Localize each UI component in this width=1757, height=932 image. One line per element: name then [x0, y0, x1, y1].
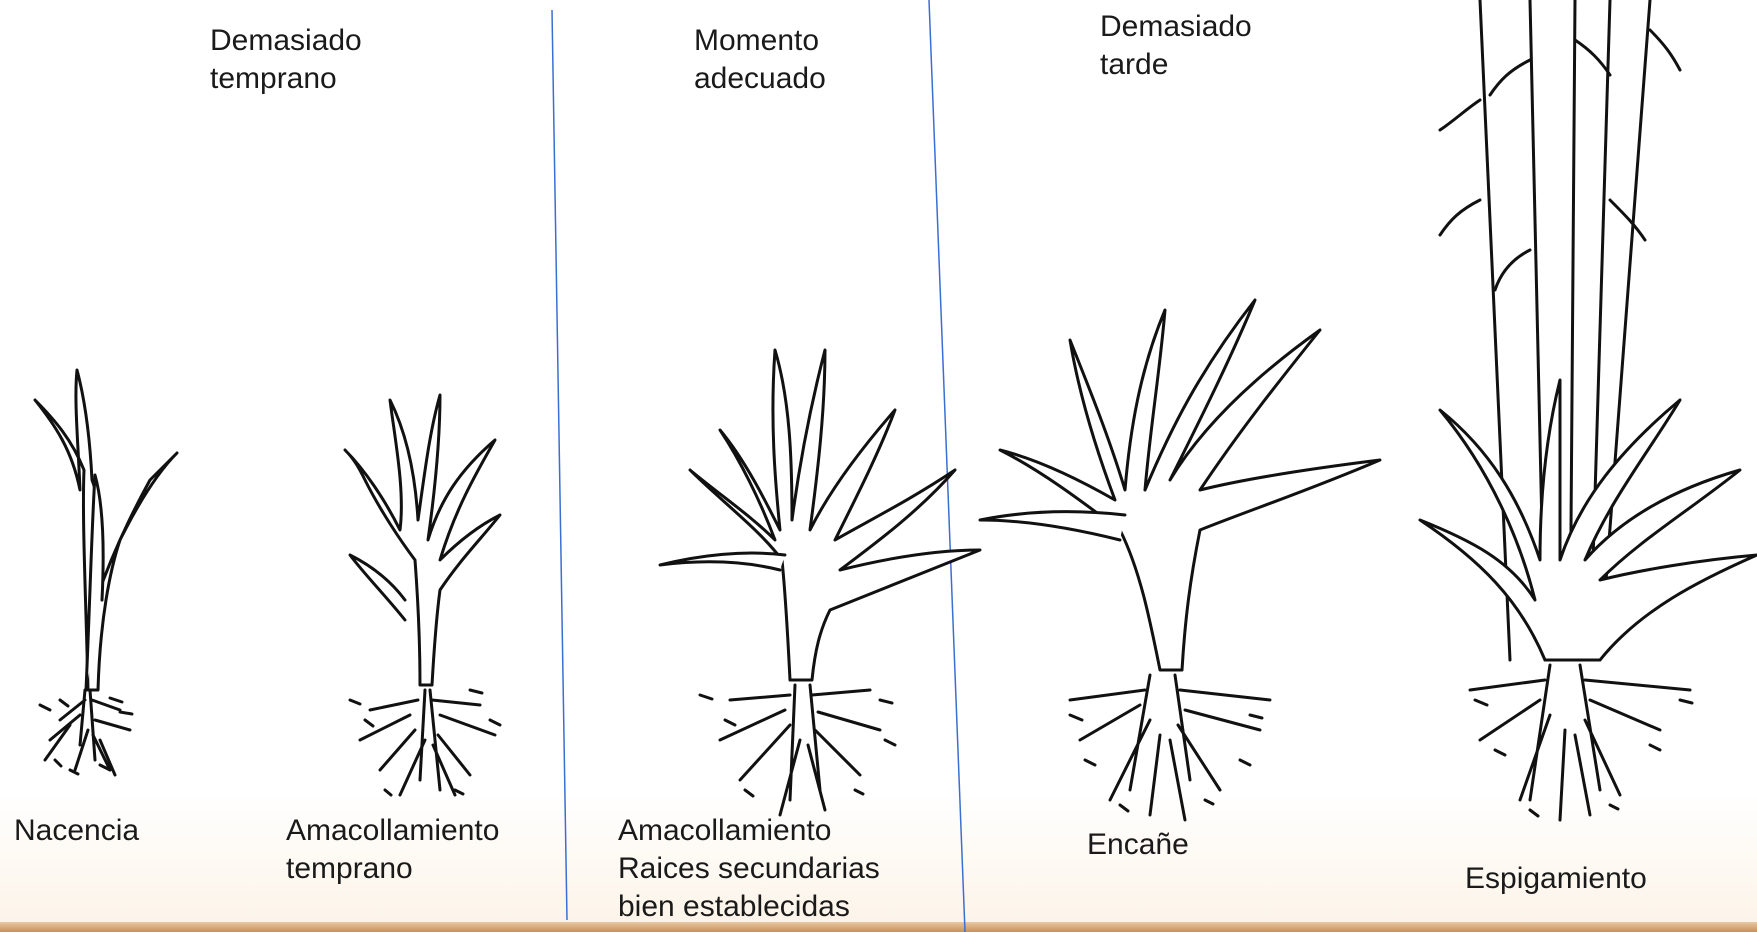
header-right-time: Momento adecuado [694, 24, 826, 95]
bottom-shade [0, 792, 1757, 922]
stage-amacollamiento: Amacollamiento Raices secundarias bien e… [618, 814, 880, 923]
header-too-late: Demasiado tarde [1100, 10, 1252, 81]
bottom-bar [0, 922, 1757, 932]
plant-encane [978, 298, 1382, 822]
divider-right [928, 0, 966, 932]
plant-espigamiento [1418, 0, 1757, 822]
divider-left [551, 9, 568, 921]
stage-encane: Encañe [1087, 828, 1189, 861]
stage-amacollamiento-temprano: Amacollamiento temprano [286, 814, 500, 885]
stage-espigamiento: Espigamiento [1465, 862, 1647, 895]
plant-amacollamiento-temprano [343, 393, 502, 797]
stage-nacencia: Nacencia [14, 814, 140, 847]
plant-nacencia [33, 368, 179, 777]
header-too-early: Demasiado temprano [210, 24, 362, 95]
plant-amacollamiento [658, 348, 982, 817]
